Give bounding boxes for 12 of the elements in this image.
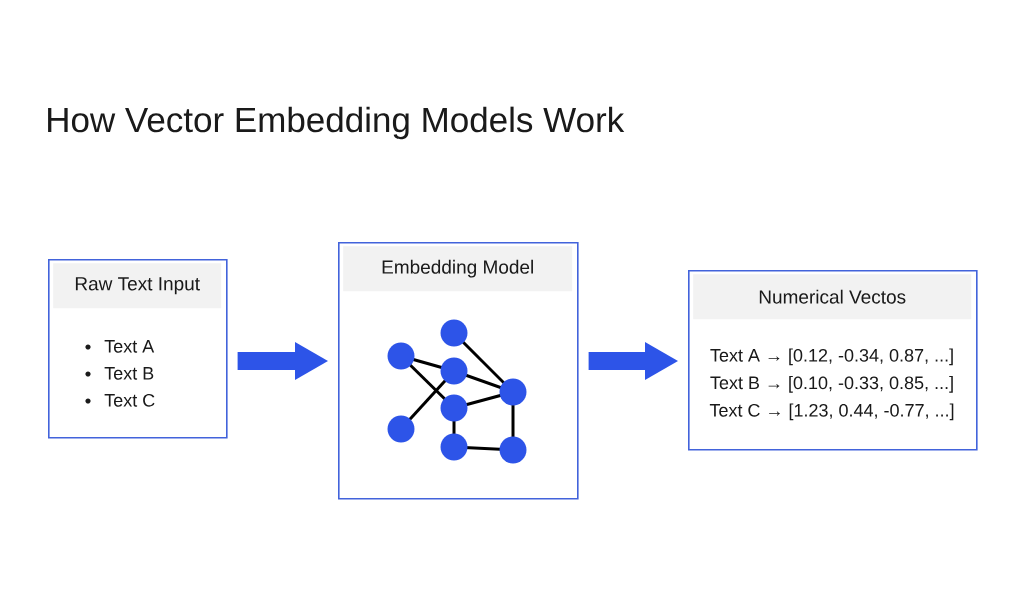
header-bar: Numerical Vectos — [693, 274, 972, 320]
block-arrow — [588, 342, 678, 380]
list-item: Text A — [104, 340, 155, 353]
list-item: Text C — [104, 393, 155, 407]
list-item: Text B — [104, 367, 154, 380]
vector-line: Text A → [0.12, -0.34, 0.87, ...] — [710, 348, 953, 366]
block-arrow — [237, 342, 328, 380]
vector-line: Text B → [0.10, -0.33, 0.85, ...] — [710, 375, 953, 393]
header-bar: Raw Text Input — [53, 263, 222, 309]
vector-line: Text C → [1.23, 0.44, -0.77, ...] — [709, 403, 954, 421]
title: How Vector Embedding Models Work — [48, 106, 625, 140]
header-bar: Embedding Model — [343, 246, 573, 292]
